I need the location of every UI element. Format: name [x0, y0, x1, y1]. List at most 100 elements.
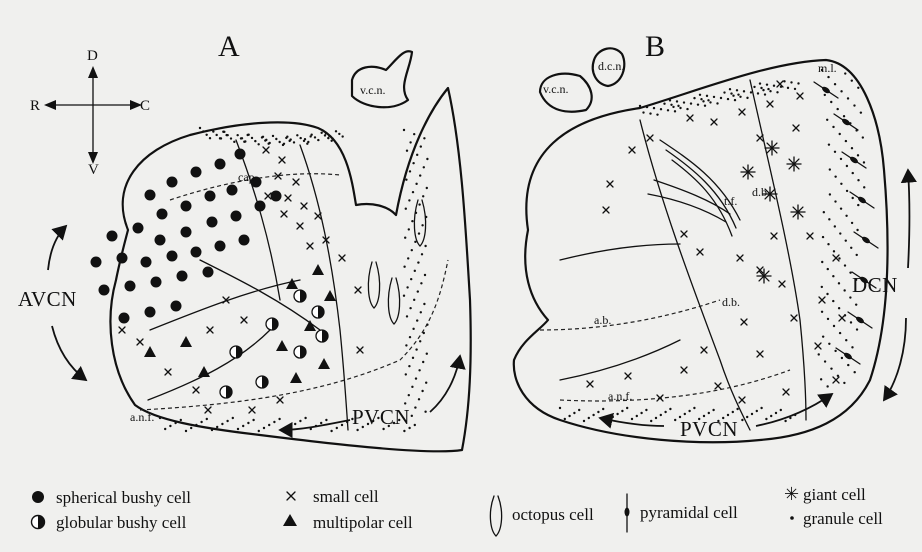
granule-cell-mark [405, 344, 407, 346]
granule-cell-mark [663, 103, 665, 105]
granule-cell-mark [827, 318, 829, 320]
spherical-bushy-cell-mark [181, 201, 192, 212]
granule-cell-mark [573, 412, 575, 414]
granule-cell-mark [324, 134, 326, 136]
granule-cell-mark [413, 299, 415, 301]
granule-cell-mark [760, 407, 762, 409]
granule-cell-mark [839, 232, 841, 234]
granule-cell-mark [850, 247, 852, 249]
granule-cell-mark [237, 428, 239, 430]
globular-bushy-cell-mark [220, 386, 232, 398]
granule-cell-mark [857, 179, 859, 181]
granule-cell-mark [862, 136, 864, 138]
granule-cell-mark [328, 135, 330, 137]
granule-cell-mark [304, 417, 306, 419]
granule-cell-mark [278, 418, 280, 420]
granule-cell-mark [739, 96, 741, 98]
granule-cell-mark [732, 411, 734, 413]
granule-cell-mark [821, 286, 823, 288]
spherical-bushy-cell-mark [271, 191, 282, 202]
granule-cell-mark [195, 424, 197, 426]
spherical-bushy-cell-mark [255, 201, 266, 212]
granule-cell-mark [746, 416, 748, 418]
granule-cell-mark [424, 274, 426, 276]
granule-cell-mark [845, 215, 847, 217]
granule-cell-mark [856, 229, 858, 231]
granule-cell-mark [409, 307, 411, 309]
granule-cell-mark [650, 420, 652, 422]
granule-cell-mark [640, 412, 642, 414]
axis-ventral-label: V [88, 162, 99, 178]
granule-cell-mark [834, 151, 836, 153]
granule-cell-mark [174, 422, 176, 424]
globular-bushy-cell-mark [266, 318, 278, 330]
granule-cell-mark [626, 407, 628, 409]
spherical-bushy-icon [32, 491, 44, 503]
granule-cell-mark [856, 254, 858, 256]
granule-cell-mark [863, 161, 865, 163]
granule-cell-mark [406, 286, 408, 288]
granule-cell-mark [847, 97, 849, 99]
giant-cell-mark [741, 165, 755, 179]
axis-dorsal-label: D [87, 48, 98, 64]
granule-cell-mark [693, 407, 695, 409]
granule-cell-mark [409, 336, 411, 338]
granule-cell-mark [833, 250, 835, 252]
granule-cell-mark [829, 193, 831, 195]
granule-cell-mark [356, 429, 358, 431]
granule-cell-mark [797, 82, 799, 84]
granule-cell-mark [205, 134, 207, 136]
axis-rostral-label: R [30, 98, 40, 114]
granule-cell-mark [727, 98, 729, 100]
granule-cell-mark [847, 364, 849, 366]
granule-cell-mark [679, 107, 681, 109]
granule-cell-mark [242, 425, 244, 427]
granule-cell-mark [843, 382, 845, 384]
granule-cell-mark [839, 332, 841, 334]
granule-cell-mark [732, 95, 734, 97]
granule-cell-mark [411, 386, 413, 388]
granule-cell-mark [863, 186, 865, 188]
granule-cell-mark [843, 289, 845, 291]
granule-cell-mark [407, 257, 409, 259]
granule-cell-mark [307, 141, 309, 143]
granule-cell-mark [845, 239, 847, 241]
granule-cell-mark [660, 414, 662, 416]
granule-cell-mark [612, 416, 614, 418]
granule-cell-mark [845, 339, 847, 341]
legend-label-globular: globular bushy cell [56, 513, 187, 532]
granule-cell-mark [190, 427, 192, 429]
granule-cell-mark [709, 101, 711, 103]
granule-cell-mark [775, 412, 777, 414]
granule-cell-mark [415, 183, 417, 185]
granule-cell-mark [221, 423, 223, 425]
granule-cell-mark [851, 346, 853, 348]
granule-cell-mark [676, 100, 678, 102]
globular-bushy-cell-mark [294, 290, 306, 302]
axis-caudal-label: C [140, 98, 150, 114]
granule-cell-mark [727, 414, 729, 416]
granule-cell-mark [860, 111, 862, 113]
granule-cell-mark [839, 133, 841, 135]
granule-cell-mark [827, 268, 829, 270]
granule-cell-mark [850, 321, 852, 323]
granule-cell-mark [418, 369, 420, 371]
legend-label-octopus: octopus cell [512, 505, 594, 524]
spherical-bushy-cell-mark [235, 149, 246, 160]
granule-cell-mark [840, 183, 842, 185]
granule-cell-mark [780, 409, 782, 411]
granule-cell-mark [299, 420, 301, 422]
spherical-bushy-cell-mark [191, 167, 202, 178]
spherical-bushy-cell-mark [181, 227, 192, 238]
granule-cell-mark [215, 134, 217, 136]
legend-label-spherical: spherical bushy cell [56, 488, 191, 507]
asterisk-icon: ✳ [784, 484, 799, 504]
granule-cell-mark [767, 88, 769, 90]
spherical-bushy-cell-mark [107, 231, 118, 242]
granule-cell-mark [420, 145, 422, 147]
granule-cell-mark [741, 419, 743, 421]
granule-cell-mark [420, 282, 422, 284]
spherical-bushy-cell-mark [145, 190, 156, 201]
granule-cell-mark [743, 90, 745, 92]
granule-cell-mark [773, 85, 775, 87]
